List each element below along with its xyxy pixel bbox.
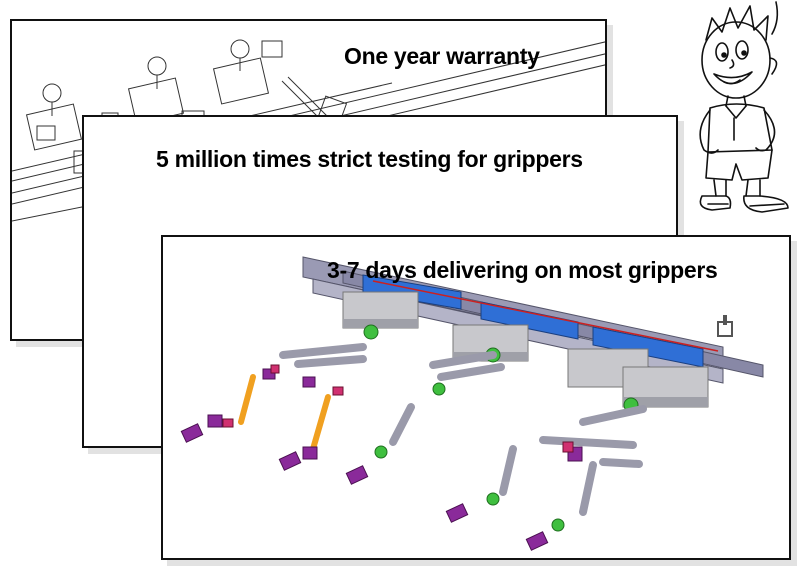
- cartoon-boy-sketch: [699, 1, 789, 213]
- slide-headline: One year warranty: [344, 43, 540, 69]
- slide-headline: 3-7 days delivering on most grippers: [327, 257, 718, 283]
- slide-headline: 5 million times strict testing for gripp…: [156, 146, 583, 172]
- slide-delivery: 3-7 days delivering on most grippers: [161, 235, 791, 560]
- colored-gripper-assembly: [180, 256, 764, 551]
